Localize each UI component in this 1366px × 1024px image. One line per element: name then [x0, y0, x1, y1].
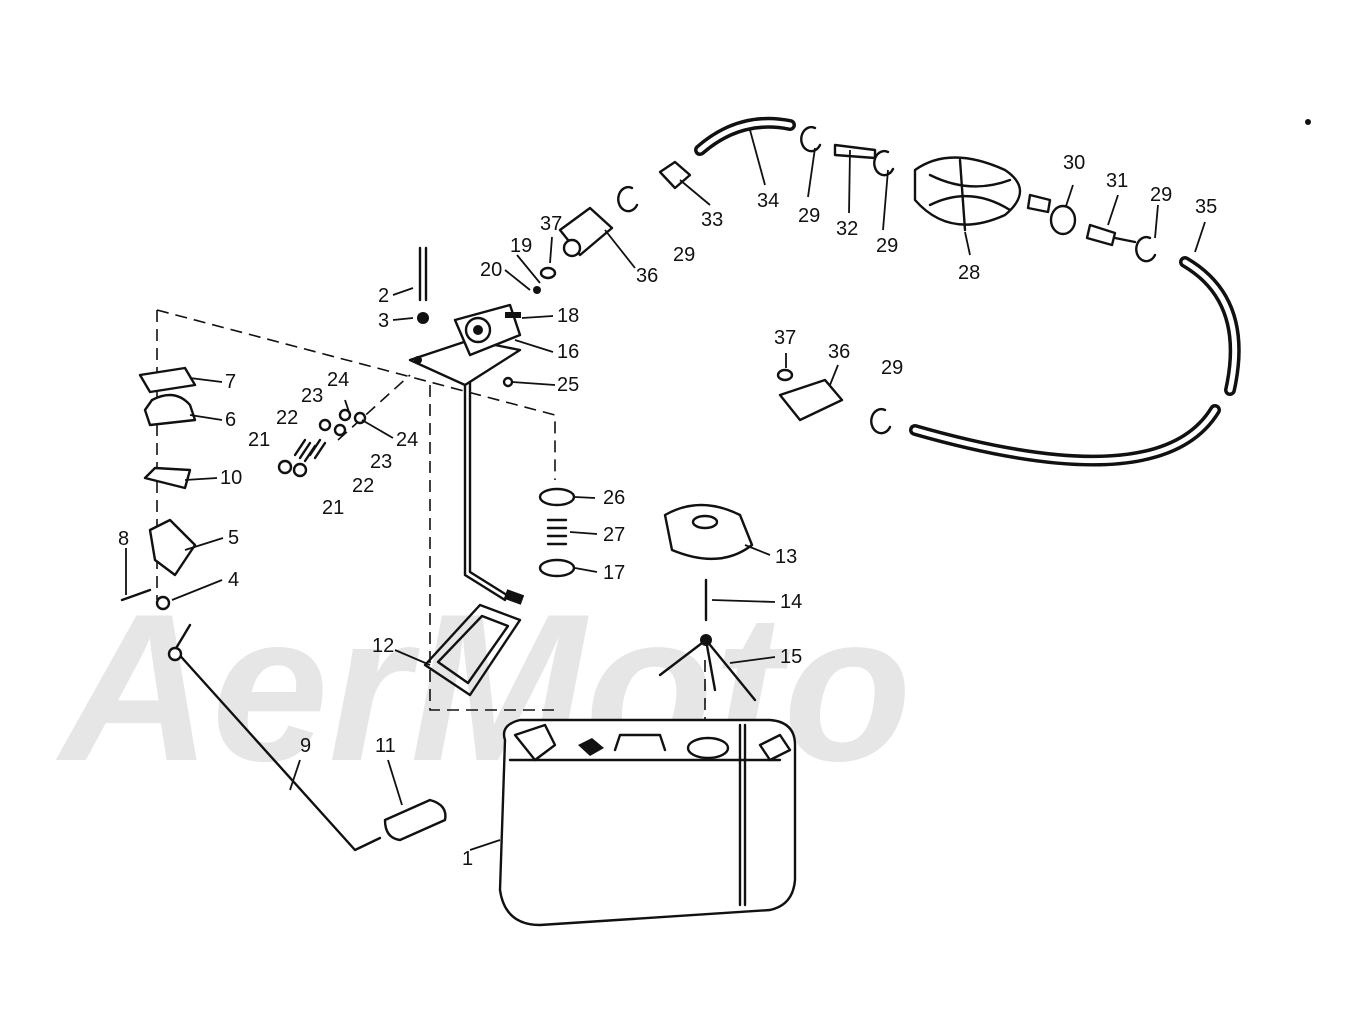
callout-30: 30: [1063, 152, 1085, 174]
callout-13: 13: [775, 546, 797, 568]
callout-3: 3: [378, 310, 389, 332]
screw-8: [120, 588, 171, 611]
filler-cap: [658, 503, 757, 702]
callout-5: 5: [228, 527, 239, 549]
callout-15: 15: [780, 646, 802, 668]
callout-31: 31: [1106, 170, 1128, 192]
callout-23a: 23: [301, 385, 323, 407]
callout-22a: 22: [276, 407, 298, 429]
float-arm: [167, 623, 447, 852]
connector-head: [408, 303, 522, 387]
hose-fittings: [533, 125, 1157, 435]
callout-21a: 21: [248, 429, 270, 451]
callout-27: 27: [603, 524, 625, 546]
gauge-parts: [138, 366, 197, 577]
assembly-guide-lines: [156, 309, 706, 730]
callout-21b: 21: [322, 497, 344, 519]
callout-11: 11: [375, 735, 396, 757]
callout-36a: 36: [636, 265, 658, 287]
callout-26: 26: [603, 487, 625, 509]
callout-25: 25: [557, 374, 579, 396]
callout-16: 16: [557, 341, 579, 363]
callout-labels: 1 2 3 4 5 6 7 8 9 10 11 12 13 14 15 16 1…: [118, 152, 1217, 870]
callout-24b: 24: [396, 429, 418, 451]
callout-24a: 24: [327, 369, 349, 391]
callout-14: 14: [780, 591, 802, 613]
callout-20: 20: [480, 259, 502, 281]
screw: [417, 246, 429, 324]
callout-2: 2: [378, 285, 389, 307]
callout-29d: 29: [1150, 184, 1172, 206]
callout-8: 8: [118, 528, 129, 550]
callout-12: 12: [372, 635, 394, 657]
callout-1: 1: [462, 848, 473, 870]
callout-34: 34: [757, 190, 779, 212]
callout-6: 6: [225, 409, 236, 431]
leader-lines: [125, 129, 1206, 851]
callout-17: 17: [603, 562, 625, 584]
pickup-tube: [463, 378, 525, 605]
callout-36b: 36: [828, 341, 850, 363]
callout-37a: 37: [540, 213, 562, 235]
callout-23b: 23: [370, 451, 392, 473]
callout-29b: 29: [876, 235, 898, 257]
callout-9: 9: [300, 735, 311, 757]
callout-7: 7: [225, 371, 236, 393]
callout-32: 32: [836, 218, 858, 240]
callout-22b: 22: [352, 475, 374, 497]
fuel-hoses: [694, 116, 1241, 467]
callout-35: 35: [1195, 196, 1217, 218]
callout-29a: 29: [798, 205, 820, 227]
callout-4: 4: [228, 569, 239, 591]
stray-dot: [1305, 119, 1311, 125]
callout-29e: 29: [881, 357, 903, 379]
callout-33: 33: [701, 209, 723, 231]
primer-bulb: [913, 156, 1052, 232]
callout-28: 28: [958, 262, 980, 284]
fuel-tank: [498, 718, 797, 927]
callout-10: 10: [220, 467, 242, 489]
callout-37b: 37: [774, 327, 796, 349]
callout-18: 18: [557, 305, 579, 327]
callout-29c: 29: [673, 244, 695, 266]
gasket: [423, 603, 522, 697]
callout-19: 19: [510, 235, 532, 257]
check-valves: [1049, 204, 1137, 247]
